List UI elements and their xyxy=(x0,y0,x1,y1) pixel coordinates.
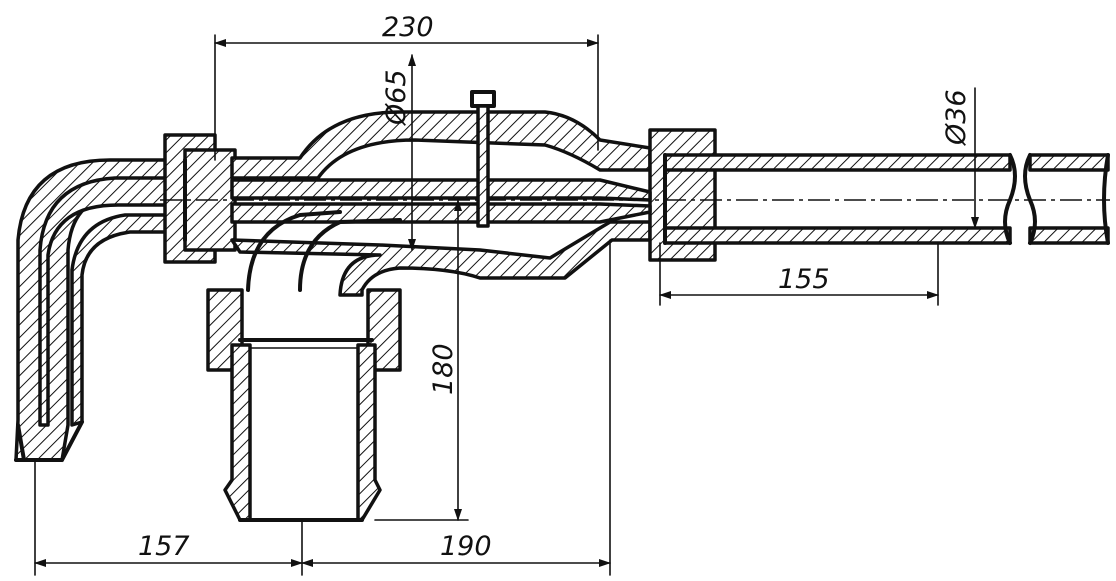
dimension-lines xyxy=(34,34,979,576)
adjusting-screw xyxy=(470,90,496,228)
dimension-230-label: 230 xyxy=(382,12,434,43)
dimension-d36-label: Ø36 xyxy=(941,89,972,146)
chamber-upper-shell xyxy=(230,110,652,180)
chamber-lower-shell xyxy=(230,220,652,297)
right-outlet-pipe xyxy=(663,153,1110,245)
left-pipe-end xyxy=(14,420,84,462)
dimension-d65-label: Ø65 xyxy=(381,69,412,126)
inner-jet-tube xyxy=(160,178,1110,224)
left-pipe-lower-wall xyxy=(70,213,187,427)
dimension-157-label: 157 xyxy=(138,531,190,562)
left-union-nut xyxy=(163,133,237,264)
left-bent-pipe xyxy=(14,158,187,462)
dimension-155-label: 155 xyxy=(778,264,830,295)
vertical-down-pipe xyxy=(206,210,402,522)
dimension-180-label: 180 xyxy=(428,343,459,395)
down-pipe-elbow xyxy=(246,210,402,292)
dimension-190-label: 190 xyxy=(440,531,492,562)
